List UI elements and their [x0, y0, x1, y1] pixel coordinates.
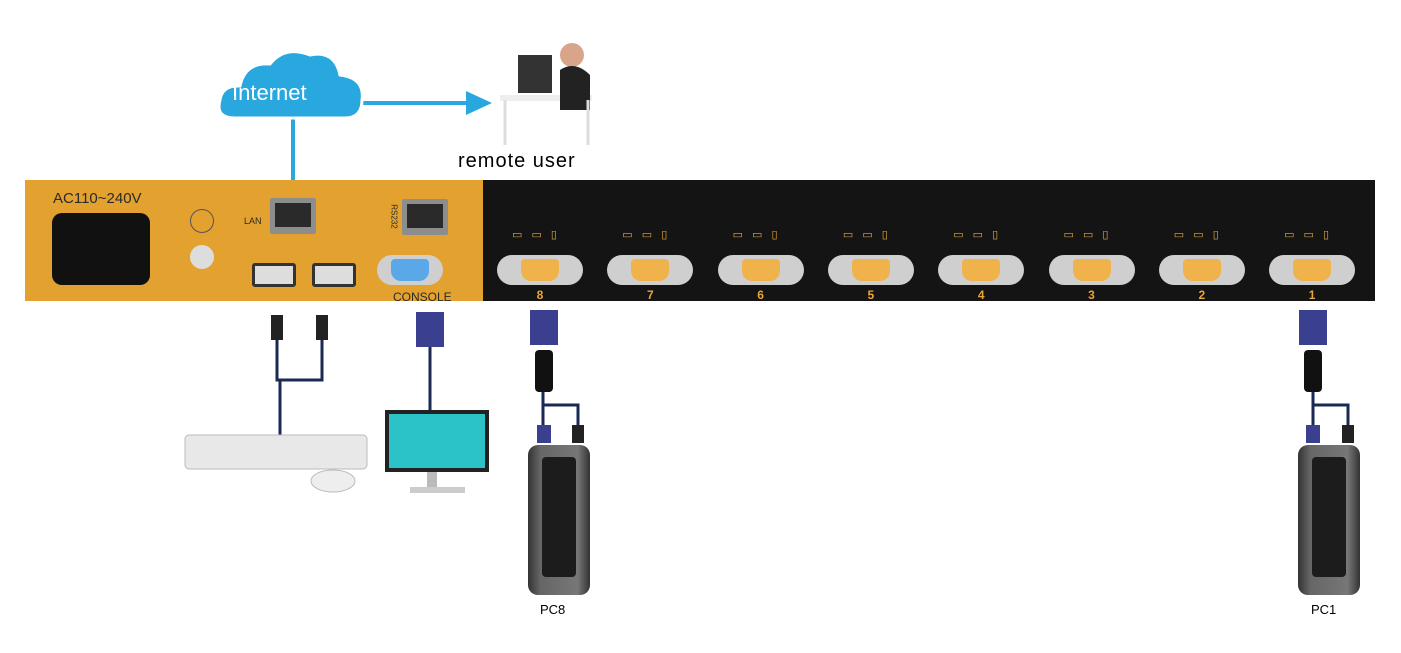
- pc-vga-port-7[interactable]: [607, 255, 694, 285]
- lan-port[interactable]: [270, 198, 316, 234]
- pc-vga-port-1[interactable]: [1269, 255, 1356, 285]
- port-number: 8: [536, 288, 544, 302]
- port-indicator-icons: ▭ ▭ ▯: [953, 229, 1002, 241]
- cloud-icon: [217, 50, 364, 120]
- internet-label: Internet: [232, 80, 307, 105]
- pc1: [1298, 445, 1360, 595]
- rs232-port[interactable]: [402, 199, 448, 235]
- port-indicator-icons: ▭ ▭ ▯: [1284, 229, 1333, 241]
- rs232-label: RS232: [389, 204, 399, 229]
- pc8: [528, 445, 590, 595]
- port-indicator-icons: ▭ ▭ ▯: [842, 229, 891, 241]
- pc-vga-port-4[interactable]: [938, 255, 1025, 285]
- ground-icon: [190, 209, 214, 233]
- port-indicator-icons: ▭ ▭ ▯: [1173, 229, 1222, 241]
- port-number: 7: [646, 288, 654, 302]
- console-label: CONSOLE: [393, 290, 452, 304]
- ground-screw: [190, 245, 214, 269]
- pc8-label: PC8: [540, 602, 566, 617]
- mouse-icon: [310, 469, 356, 493]
- monitor-icon: [385, 410, 489, 493]
- port-number: 1: [1308, 288, 1316, 302]
- remote-user-label: remote user: [458, 150, 576, 172]
- cable-connectors: [271, 310, 1354, 443]
- port-number: 6: [757, 288, 764, 302]
- usb-port-2[interactable]: [312, 263, 356, 287]
- usb-port-1[interactable]: [252, 263, 296, 287]
- power-socket: [52, 213, 150, 285]
- pc-vga-port-2[interactable]: [1158, 255, 1245, 285]
- console-vga-port[interactable]: [377, 255, 443, 285]
- port-number: 5: [867, 288, 875, 302]
- port-number: 4: [977, 288, 985, 302]
- keyboard-icon: [184, 434, 368, 470]
- arrow-icon: [466, 91, 492, 115]
- port-number: 3: [1088, 288, 1095, 302]
- pc-vga-port-6[interactable]: [717, 255, 804, 285]
- port-number: 2: [1198, 288, 1206, 302]
- port-indicator-icons: ▭ ▭ ▯: [622, 229, 671, 241]
- pc-vga-port-5[interactable]: [827, 255, 914, 285]
- pc1-label: PC1: [1311, 602, 1337, 617]
- power-label: AC110~240V: [53, 190, 142, 207]
- port-indicator-icons: ▭ ▭ ▯: [1063, 229, 1112, 241]
- port-indicator-icons: ▭ ▭ ▯: [732, 229, 781, 241]
- lan-label: LAN: [244, 216, 262, 226]
- usb-cables: [275, 340, 1350, 436]
- remote-user-icon: [500, 43, 592, 145]
- pc-vga-port-8[interactable]: [497, 255, 583, 285]
- port-indicator-icons: ▭ ▭ ▯: [512, 229, 560, 241]
- pc-vga-port-3[interactable]: [1048, 255, 1135, 285]
